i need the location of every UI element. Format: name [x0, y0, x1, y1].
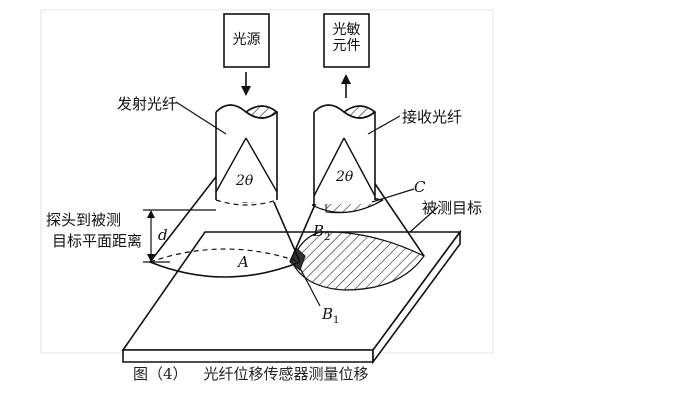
angle-right-label: 2θ — [336, 169, 354, 185]
point-c-label: C — [414, 178, 426, 196]
point-b2-letter: B — [313, 222, 325, 240]
distance-symbol: d — [158, 226, 168, 244]
emit-fiber-label: 发射光纤 — [117, 95, 178, 113]
up-arrow-icon — [341, 74, 351, 98]
receive-fiber-label: 接收光纤 — [402, 108, 463, 126]
down-arrow-icon — [241, 72, 251, 96]
light-source-label: 光源 — [232, 32, 261, 48]
angle-left-label: 2θ — [236, 173, 254, 189]
target-label: 被测目标 — [422, 199, 483, 217]
point-b2-label: B2 — [313, 224, 330, 243]
figure-caption: 图（4） 光纤位移传感器测量位移 — [133, 363, 385, 384]
distance-dimension — [143, 209, 216, 263]
emit-fiber — [215, 104, 279, 206]
point-b1-label: B1 — [322, 307, 339, 326]
point-b1-letter: B — [322, 305, 334, 323]
point-b2-subscript: 2 — [324, 232, 331, 243]
receive-fiber — [313, 104, 377, 204]
photo-element-box — [323, 13, 370, 68]
distance-label-line2: 目标平面距离 — [52, 232, 143, 250]
figure-title: 光纤位移传感器测量位移 — [203, 365, 369, 383]
photo-element-label: 光敏 元件 — [332, 22, 361, 55]
light-source-box — [223, 13, 270, 68]
point-a-label: A — [238, 253, 249, 271]
figure-number: 图（4） — [133, 365, 188, 383]
target-hatch-region — [291, 231, 425, 291]
leader-lines — [175, 101, 439, 307]
point-b1-subscript: 1 — [333, 315, 340, 326]
distance-label-line1: 探头到被测 — [46, 211, 122, 229]
